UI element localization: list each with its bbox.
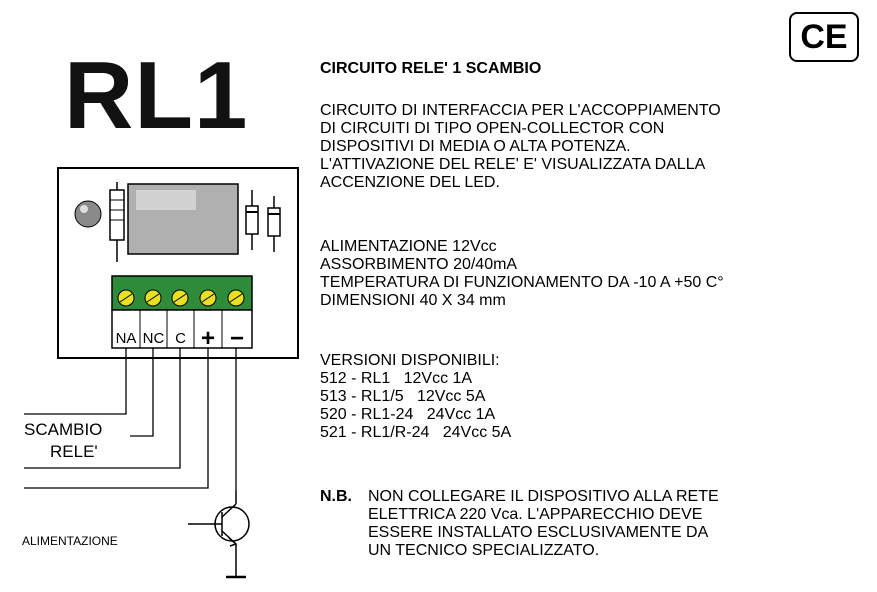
nb-line: ELETTRICA 220 Vca. L'APPARECCHIO DEVE <box>368 506 703 523</box>
terminal-screws <box>117 289 245 307</box>
spec-line: ALIMENTAZIONE 12Vcc <box>320 238 497 255</box>
terminal-nc-label: NC <box>142 330 165 347</box>
nb-line: UN TECNICO SPECIALIZZATO. <box>368 542 600 559</box>
wire-nc <box>130 348 154 437</box>
nb-line: NON COLLEGARE IL DISPOSITIVO ALLA RETE <box>368 488 719 505</box>
led-resistor <box>109 189 125 241</box>
description-line: DISPOSITIVI DI MEDIA O ALTA POTENZA. <box>320 138 631 155</box>
terminal-minus-label: − <box>229 325 244 352</box>
wire-c <box>24 348 181 469</box>
version-line: 521 - RL1/R-24 24Vcc 5A <box>320 424 512 441</box>
description-line: ACCENZIONE DEL LED. <box>320 174 500 191</box>
versions-heading: VERSIONI DISPONIBILI: <box>320 352 500 369</box>
circuit-diagram <box>24 167 299 579</box>
version-line: 520 - RL1-24 24Vcc 1A <box>320 406 496 423</box>
description: CIRCUITO DI INTERFACCIA PER L'ACCOPPIAME… <box>320 102 721 192</box>
versions: VERSIONI DISPONIBILI: 512 - RL1 12Vcc 1A… <box>320 352 511 442</box>
nb-line: ESSERE INSTALLATO ESCLUSIVAMENTE DA <box>368 524 709 541</box>
transistor-symbol <box>188 490 250 579</box>
terminal-labels-box <box>111 309 253 349</box>
description-line: CIRCUITO DI INTERFACCIA PER L'ACCOPPIAME… <box>320 102 721 119</box>
nb-label: N.B. <box>320 488 352 505</box>
spec-line: TEMPERATURA DI FUNZIONAMENTO DA -10 A +5… <box>320 274 724 291</box>
model-title: RL1 <box>64 42 249 149</box>
description-line: L'ATTIVAZIONE DEL RELE' E' VISUALIZZATA … <box>320 156 706 173</box>
wire-na <box>24 348 127 415</box>
diode-left <box>245 190 259 250</box>
led <box>74 200 102 228</box>
version-line: 513 - RL1/5 12Vcc 5A <box>320 388 486 405</box>
spec-line: DIMENSIONI 40 X 34 mm <box>320 292 506 309</box>
spec-line: ASSORBIMENTO 20/40mA <box>320 256 518 273</box>
description-line: DI CIRCUITI DI TIPO OPEN-COLLECTOR CON <box>320 120 665 137</box>
nb-note: NON COLLEGARE IL DISPOSITIVO ALLA RETE E… <box>368 488 719 560</box>
alimentazione-label: ALIMENTAZIONE <box>22 534 118 548</box>
terminal-plus-label: + <box>200 325 215 352</box>
specifications: ALIMENTAZIONE 12Vcc ASSORBIMENTO 20/40mA… <box>320 238 724 310</box>
rele-label: RELE' <box>50 442 98 461</box>
scambio-label: SCAMBIO <box>24 420 103 439</box>
wire-plus <box>24 348 209 489</box>
ce-mark: CE <box>789 12 859 62</box>
terminal-c-label: C <box>175 330 186 347</box>
version-line: 512 - RL1 12Vcc 1A <box>320 370 473 387</box>
heading: CIRCUITO RELE' 1 SCAMBIO <box>320 60 542 77</box>
diode-right <box>267 196 281 252</box>
terminal-na-label: NA <box>115 330 137 347</box>
